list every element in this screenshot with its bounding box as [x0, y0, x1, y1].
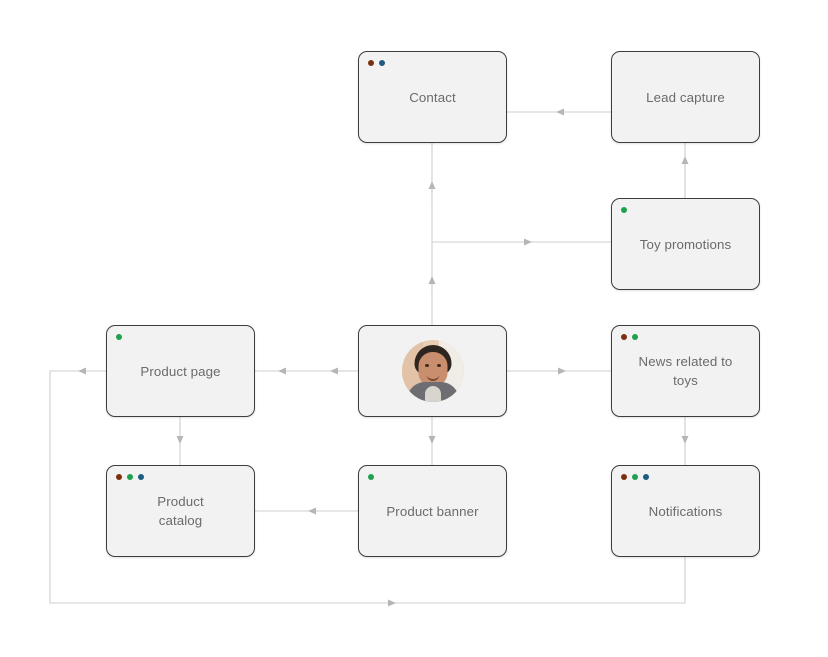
node-profile[interactable] — [358, 325, 507, 417]
dot-green — [632, 334, 638, 340]
node-lead-capture[interactable]: Lead capture — [611, 51, 760, 143]
node-product-catalog[interactable]: Product catalog — [106, 465, 255, 557]
dot-blue — [138, 474, 144, 480]
dot-green — [621, 207, 627, 213]
window-dots-product-banner — [368, 474, 374, 480]
node-label-lead-capture: Lead capture — [646, 89, 725, 105]
node-product-banner[interactable]: Product banner — [358, 465, 507, 557]
dot-blue — [643, 474, 649, 480]
node-label-product-banner: Product banner — [386, 503, 479, 519]
avatar-smile — [426, 373, 439, 381]
dot-green — [632, 474, 638, 480]
node-label-product-page: Product page — [140, 363, 221, 379]
node-label-toy-promotions: Toy promotions — [639, 236, 732, 252]
node-label-product-catalog: Product catalog — [157, 494, 204, 528]
node-news-related-to-toys[interactable]: News related to toys — [611, 325, 760, 417]
node-label-contact: Contact — [409, 89, 456, 105]
dot-green — [127, 474, 133, 480]
avatar-collar — [424, 386, 441, 402]
node-label-news-related-to-toys: News related to toys — [638, 354, 733, 388]
dot-blue — [379, 60, 385, 66]
avatar-eye-left — [424, 364, 429, 367]
node-contact[interactable]: Contact — [358, 51, 507, 143]
window-dots-product-page — [116, 334, 122, 340]
node-label-notifications: Notifications — [648, 503, 723, 519]
node-product-page[interactable]: Product page — [106, 325, 255, 417]
dot-red — [116, 474, 122, 480]
window-dots-contact — [368, 60, 385, 66]
dot-red — [621, 334, 627, 340]
window-dots-notifications — [621, 474, 649, 480]
window-dots-news — [621, 334, 638, 340]
avatar — [401, 340, 464, 402]
node-notifications[interactable]: Notifications — [611, 465, 760, 557]
dot-red — [621, 474, 627, 480]
dot-red — [368, 60, 374, 66]
dot-green — [368, 474, 374, 480]
avatar-eye-right — [436, 364, 441, 367]
dot-green — [116, 334, 122, 340]
node-toy-promotions[interactable]: Toy promotions — [611, 198, 760, 290]
window-dots-toy-promotions — [621, 207, 627, 213]
window-dots-product-catalog — [116, 474, 144, 480]
